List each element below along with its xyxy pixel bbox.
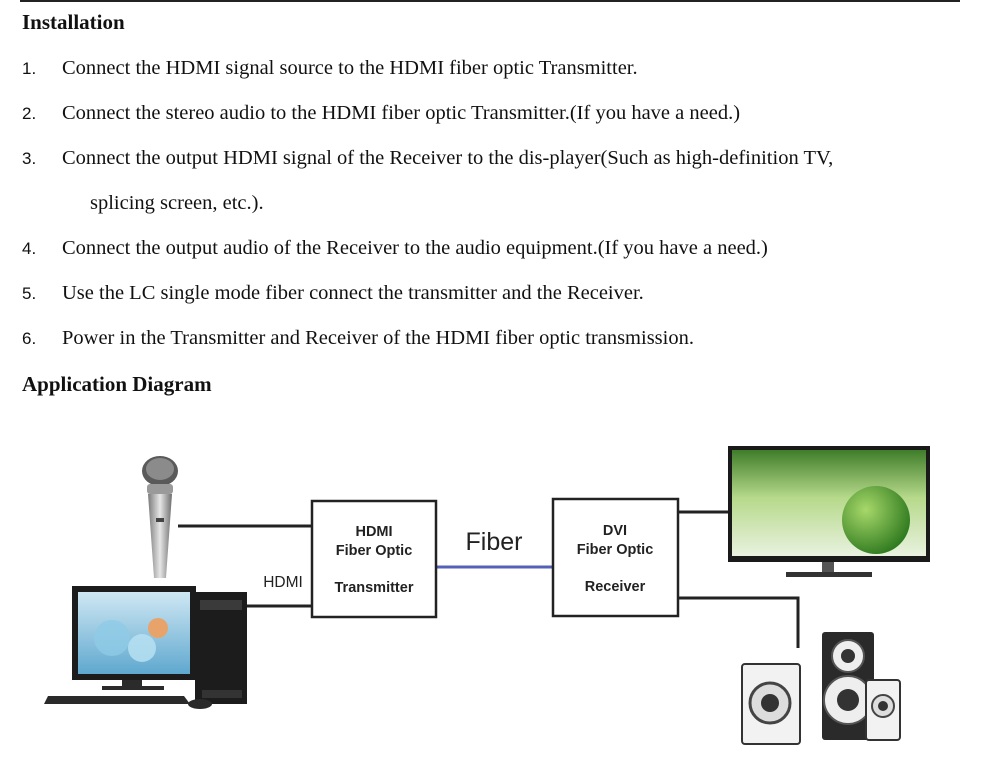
speakers-icon — [741, 632, 901, 745]
receiver-line2: Fiber Optic — [577, 542, 654, 558]
step-text: Power in the Transmitter and Receiver of… — [62, 327, 694, 349]
step-number: 3. — [22, 149, 37, 168]
transmitter-line3: Transmitter — [335, 580, 414, 596]
step-number: 4. — [22, 239, 37, 258]
receiver-line1: DVI — [603, 523, 627, 539]
computer-icon — [44, 586, 247, 709]
application-diagram-heading: Application Diagram — [22, 372, 212, 396]
receiver-box — [551, 497, 680, 618]
microphone-icon — [142, 456, 178, 578]
step-text: Connect the output HDMI signal of the Re… — [62, 147, 834, 169]
step-number: 5. — [22, 284, 37, 303]
installation-step-3: 3. Connect the output HDMI signal of the … — [22, 147, 833, 170]
hdmi-label: HDMI — [263, 574, 303, 591]
audio-out-line — [678, 596, 800, 648]
step-text: Connect the HDMI signal source to the HD… — [62, 57, 638, 79]
installation-step-2: 2. Connect the stereo audio to the HDMI f… — [22, 102, 740, 125]
transmitter-line2: Fiber Optic — [336, 543, 413, 559]
step-number: 2. — [22, 104, 37, 123]
step-text: Connect the output audio of the Receiver… — [62, 237, 768, 259]
installation-step-3-continuation: splicing screen, etc.). — [90, 192, 264, 214]
fiber-label: Fiber — [466, 528, 523, 556]
receiver-line3: Receiver — [585, 579, 646, 595]
installation-step-6: 6. Power in the Transmitter and Receiver … — [22, 327, 694, 350]
step-number: 1. — [22, 59, 37, 78]
installation-heading: Installation — [22, 10, 125, 34]
step-number: 6. — [22, 329, 37, 348]
installation-step-1: 1. Connect the HDMI signal source to the … — [22, 57, 638, 80]
installation-step-4: 4. Connect the output audio of the Receiv… — [22, 237, 768, 260]
transmitter-line1: HDMI — [355, 524, 392, 540]
transmitter-box — [310, 499, 438, 619]
step-text: Connect the stereo audio to the HDMI fib… — [62, 102, 741, 124]
step-text: Use the LC single mode fiber connect the… — [62, 282, 644, 304]
tv-icon — [728, 446, 930, 577]
top-rule — [20, 0, 960, 2]
installation-step-5: 5. Use the LC single mode fiber connect t… — [22, 282, 644, 305]
